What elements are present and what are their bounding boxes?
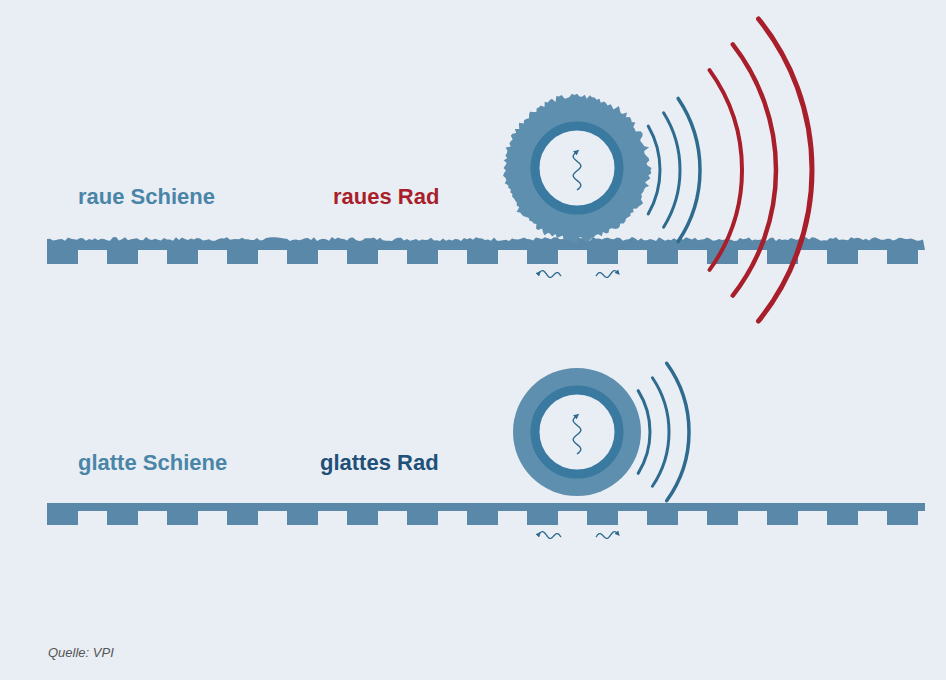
- sleeper: [287, 510, 318, 525]
- sleeper: [587, 249, 618, 264]
- sleeper: [167, 510, 198, 525]
- sleeper: [587, 510, 618, 525]
- vibration-symbol: [539, 532, 561, 539]
- sound-arc: [733, 44, 776, 295]
- sleeper: [887, 249, 918, 264]
- sleeper: [527, 510, 558, 525]
- sleeper: [827, 249, 858, 264]
- source-note: Quelle: VPI: [48, 645, 114, 660]
- sleeper: [467, 510, 498, 525]
- sleeper: [227, 510, 258, 525]
- rail-smooth: [47, 503, 925, 511]
- sleeper: [347, 249, 378, 264]
- sleeper: [527, 249, 558, 264]
- sound-arc: [652, 378, 669, 486]
- sleeper: [47, 510, 78, 525]
- sleeper: [707, 510, 738, 525]
- sleeper: [887, 510, 918, 525]
- vibration-symbol: [539, 271, 618, 539]
- vibration-squiggle: [573, 152, 581, 190]
- sleeper: [647, 249, 678, 264]
- sleeper: [827, 510, 858, 525]
- wheel-label: raues Rad: [333, 184, 439, 210]
- vibration-symbol: [539, 271, 561, 278]
- sleeper: [107, 249, 138, 264]
- sleeper: [167, 249, 198, 264]
- wheel-hub: [535, 126, 619, 210]
- vibration-symbol: [596, 532, 618, 539]
- wheel-label: glattes Rad: [320, 450, 439, 476]
- sleeper: [407, 249, 438, 264]
- sound-arc: [710, 70, 742, 270]
- wheel-rough: [503, 94, 651, 243]
- sleeper: [47, 249, 78, 264]
- sound-arc: [759, 19, 812, 321]
- sound-arc: [638, 391, 650, 474]
- rail-label: raue Schiene: [78, 184, 215, 210]
- sleeper: [467, 249, 498, 264]
- rail: [47, 237, 925, 525]
- sleeper: [347, 510, 378, 525]
- rail-rough: [47, 237, 925, 250]
- sleeper: [767, 510, 798, 525]
- sound-arc: [678, 98, 700, 241]
- sound-arc: [664, 113, 680, 227]
- sleeper: [407, 510, 438, 525]
- wheel-hub: [535, 390, 619, 474]
- sleeper: [107, 510, 138, 525]
- vibration-squiggle: [573, 416, 581, 454]
- wheel: [503, 94, 651, 496]
- vibration-symbol: [596, 271, 618, 278]
- rail-label: glatte Schiene: [78, 450, 227, 476]
- sound-waves: [638, 19, 812, 501]
- wheel-smooth: [513, 368, 641, 496]
- sound-arc: [648, 126, 660, 214]
- sound-arc: [667, 363, 689, 501]
- sleeper: [287, 249, 318, 264]
- sleeper: [647, 510, 678, 525]
- sleeper: [227, 249, 258, 264]
